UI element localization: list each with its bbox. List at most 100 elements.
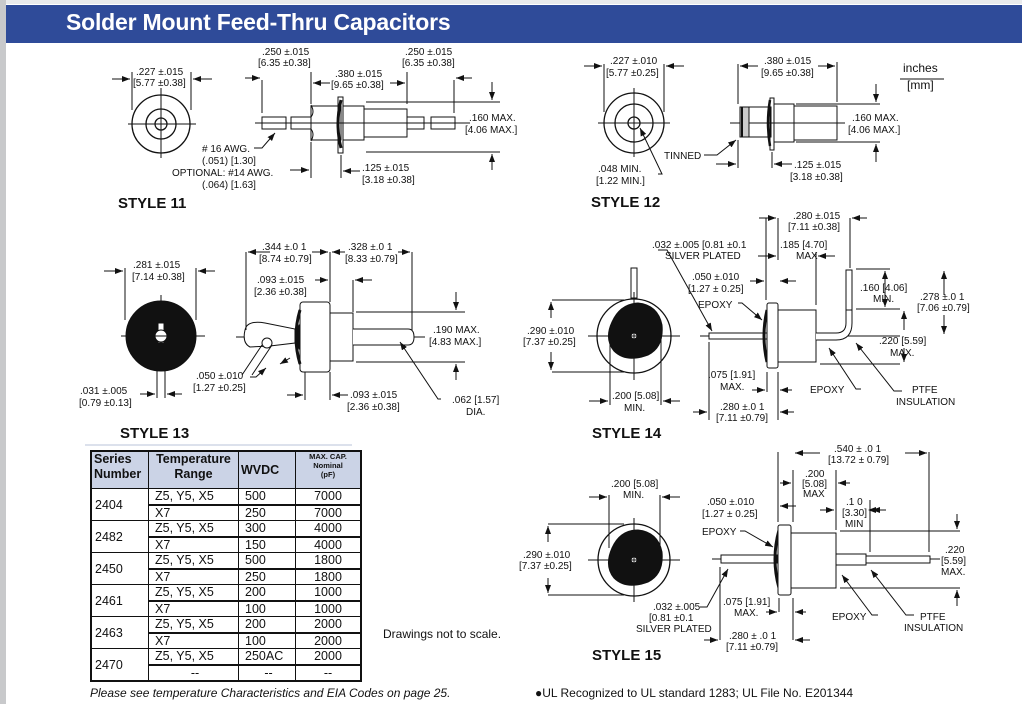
style-15-label: STYLE 15 (592, 647, 661, 664)
s13-dim-062-dia: DIA. (466, 407, 485, 418)
col-max-cap: MAX. CAP.Nominal(pF) (295, 451, 361, 489)
s12-dim-125-mm: [3.18 ±0.38] (790, 172, 843, 183)
style-15-side-view (700, 450, 960, 643)
s14-dim-160-min: MIN. (873, 294, 894, 305)
s15-dim-290: .290 ±.010 (523, 550, 571, 561)
s12-dim-160-mm: [4.06 MAX.] (848, 125, 900, 136)
s13-dim-093b-mm: [2.36 ±0.38] (347, 402, 400, 413)
style-14-label: STYLE 14 (592, 425, 662, 442)
s15-silver-plated: SILVER PLATED (636, 624, 712, 635)
s11-dim-227: .227 ±.015 (136, 67, 184, 78)
max-cap-cell: 2000 (295, 648, 361, 666)
s13-dim-328-mm: [8.33 ±0.79] (345, 254, 398, 265)
max-cap-cell: -- (295, 664, 361, 681)
s15-dim-130: .1 0 (846, 497, 863, 508)
max-cap-cell: 4000 (295, 536, 361, 553)
s11-dim-250a: .250 ±.015 (262, 47, 310, 58)
s11-dim-380-mm: [9.65 ±0.38] (331, 80, 384, 91)
top-border (0, 0, 1022, 4)
col-wvdc: WVDC (238, 451, 296, 489)
s13-dim-050: .050 ±.010 (196, 371, 244, 382)
s11-dim-250a-mm: [6.35 ±0.38] (258, 58, 311, 69)
temperature-range-cell: X7 (148, 536, 239, 553)
wvdc-cell: 500 (238, 488, 296, 506)
s15-dim-290-mm: [7.37 ±0.25] (519, 561, 572, 572)
s15-dim-075: .075 [1.91] (723, 597, 770, 608)
s11-dim-250b-mm: [6.35 ±0.38] (402, 58, 455, 69)
style-13-end-view (104, 268, 215, 398)
footer-temperature-note: Please see temperature Characteristics a… (90, 686, 451, 700)
s14-dim-278-mm: [7.06 ±0.79] (917, 303, 970, 314)
s11-awg14: OPTIONAL: #14 AWG. (172, 168, 273, 179)
s12-dim-125: .125 ±.015 (794, 160, 842, 171)
wvdc-cell: 100 (238, 600, 296, 617)
s15-dim-540-mm: [13.72 ± 0.79] (828, 455, 889, 466)
series-number-cell: 2482 (90, 520, 149, 553)
s11-awg14-value: (.064) [1.63] (202, 180, 256, 191)
temperature-range-cell: Z5, Y5, X5 (148, 520, 239, 538)
s11-dim-125: .125 ±.015 (362, 163, 410, 174)
s15-ptfe: PTFE (920, 612, 946, 623)
s13-dim-190-mm: [4.83 MAX.] (429, 337, 481, 348)
s15-dim-200: .200 [5.08] (611, 479, 658, 490)
s15-epoxy-1: EPOXY (702, 527, 737, 538)
s15-dim-130-mm: [3.30] (842, 508, 867, 519)
s14-dim-280b-mm: [7.11 ±0.79] (716, 413, 768, 424)
s15-dim-200a: .200 (805, 469, 825, 480)
wvdc-cell: -- (238, 664, 296, 681)
s14-dim-185-max: MAX (796, 251, 818, 262)
s12-dim-048-mm: [1.22 MIN.] (596, 176, 645, 187)
style-14-side-view (658, 215, 947, 420)
s14-insulation: INSULATION (896, 397, 955, 408)
s14-epoxy-2: EPOXY (810, 385, 845, 396)
style-14-drawing (548, 215, 947, 420)
s14-dim-032: .032 ±.005 [0.81 ±0.1 (652, 240, 747, 251)
temperature-range-cell: Z5, Y5, X5 (148, 584, 239, 602)
style-11-label: STYLE 11 (118, 195, 186, 212)
s13-dim-328: .328 ±.0 1 (348, 242, 393, 253)
max-cap-cell: 7000 (295, 488, 361, 506)
s15-dim-220: .220 (945, 545, 965, 556)
s15-dim-280-mm: [7.11 ±0.79] (726, 642, 778, 653)
s11-dim-380: .380 ±.015 (335, 69, 383, 80)
temperature-range-cell: Z5, Y5, X5 (148, 552, 239, 570)
s12-dim-380-mm: [9.65 ±0.38] (761, 68, 814, 79)
s15-dim-130-min: MIN (845, 519, 863, 530)
s14-dim-290: .290 ±.010 (527, 326, 575, 337)
s15-dim-050: .050 ±.010 (707, 497, 755, 508)
temperature-range-cell: X7 (148, 504, 239, 521)
temperature-range-cell: -- (148, 664, 239, 681)
wvdc-cell: 500 (238, 552, 296, 570)
s13-dim-062: .062 [1.57] (452, 395, 499, 406)
s15-epoxy-2: EPOXY (832, 612, 867, 623)
wvdc-cell: 200 (238, 616, 296, 634)
style-11-side-view (245, 72, 500, 178)
s14-dim-220: .220 [5.59] (879, 336, 926, 347)
s15-dim-075-max: MAX. (734, 608, 758, 619)
s11-awg16: # 16 AWG. (202, 144, 250, 155)
s14-ptfe: PTFE (912, 385, 938, 396)
s13-dim-093a-mm: [2.36 ±0.38] (254, 287, 307, 298)
s15-dim-050-mm: [1.27 ± 0.25] (702, 509, 758, 520)
style-13-side-view (236, 249, 465, 400)
temperature-range-cell: X7 (148, 632, 239, 649)
s15-dim-200-min: MIN. (623, 490, 644, 501)
max-cap-cell: 1800 (295, 568, 361, 585)
style-13-label: STYLE 13 (120, 425, 189, 442)
s15-dim-200a-max: MAX (803, 489, 825, 500)
footer-ul-note: ●UL Recognized to UL standard 1283; UL F… (535, 686, 854, 700)
s12-dim-048: .048 MIN. (598, 164, 641, 175)
s15-dim-032: .032 ±.005 (653, 602, 701, 613)
